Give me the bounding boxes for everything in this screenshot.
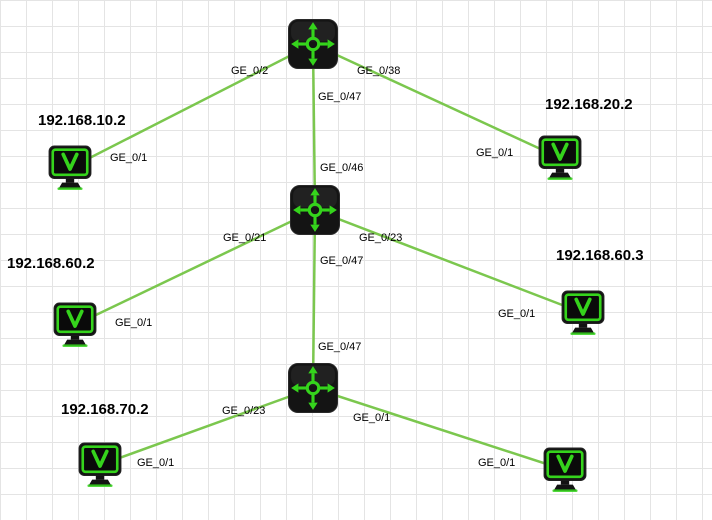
link-label[interactable]: GE_0/1 [478, 457, 516, 469]
link-label[interactable]: GE_0/1 [476, 147, 514, 159]
pc-monitor-icon [537, 135, 583, 181]
ip-label[interactable]: 192.168.60.2 [7, 255, 95, 272]
pc-bottom-right[interactable] [542, 447, 588, 493]
link-switchtop-pctopright[interactable] [312, 42, 561, 160]
multilayer-switch-icon [288, 363, 338, 413]
multilayer-switch-icon [288, 19, 338, 69]
link-label[interactable]: GE_0/23 [222, 405, 266, 417]
link-switchtop-pctopleft[interactable] [69, 42, 314, 170]
link-label[interactable]: GE_0/47 [318, 341, 362, 353]
link-label[interactable]: GE_0/47 [320, 255, 364, 267]
link-label[interactable]: GE_0/38 [357, 65, 401, 77]
link-switchbottom-pcbotleft[interactable] [99, 386, 314, 467]
link-label[interactable]: GE_0/1 [498, 308, 536, 320]
link-label[interactable]: GE_0/1 [137, 457, 175, 469]
link-label[interactable]: GE_0/1 [115, 317, 153, 329]
switch-bottom[interactable] [288, 363, 338, 413]
link-label[interactable]: GE_0/47 [318, 91, 362, 103]
ip-label[interactable]: 192.168.60.3 [556, 247, 644, 264]
pc-monitor-icon [560, 290, 606, 336]
pc-monitor-icon [77, 442, 123, 488]
switch-middle[interactable] [290, 185, 340, 235]
pc-top-left[interactable] [47, 145, 93, 191]
pc-middle-left[interactable] [52, 302, 98, 348]
link-switchtop-switchmiddle[interactable] [311, 43, 317, 211]
link-switchmiddle-pcmidright[interactable] [314, 208, 584, 315]
link-label[interactable]: GE_0/23 [359, 232, 403, 244]
link-switchbottom-pcbotright[interactable] [312, 386, 566, 472]
ip-label[interactable]: 192.168.70.2 [61, 401, 149, 418]
ip-label[interactable]: 192.168.20.2 [545, 96, 633, 113]
link-label[interactable]: GE_0/1 [353, 412, 391, 424]
pc-monitor-icon [52, 302, 98, 348]
pc-middle-right[interactable] [560, 290, 606, 336]
pc-monitor-icon [542, 447, 588, 493]
ip-label[interactable]: 192.168.10.2 [38, 112, 126, 129]
link-switchmiddle-pcmidleft[interactable] [74, 208, 316, 327]
link-switchmiddle-switchbottom[interactable] [311, 209, 317, 389]
link-label[interactable]: GE_0/46 [320, 162, 364, 174]
pc-top-right[interactable] [537, 135, 583, 181]
link-label[interactable]: GE_0/21 [223, 232, 267, 244]
link-label[interactable]: GE_0/2 [231, 65, 269, 77]
multilayer-switch-icon [290, 185, 340, 235]
pc-bottom-left[interactable] [77, 442, 123, 488]
switch-top[interactable] [288, 19, 338, 69]
pc-monitor-icon [47, 145, 93, 191]
link-label[interactable]: GE_0/1 [110, 152, 148, 164]
